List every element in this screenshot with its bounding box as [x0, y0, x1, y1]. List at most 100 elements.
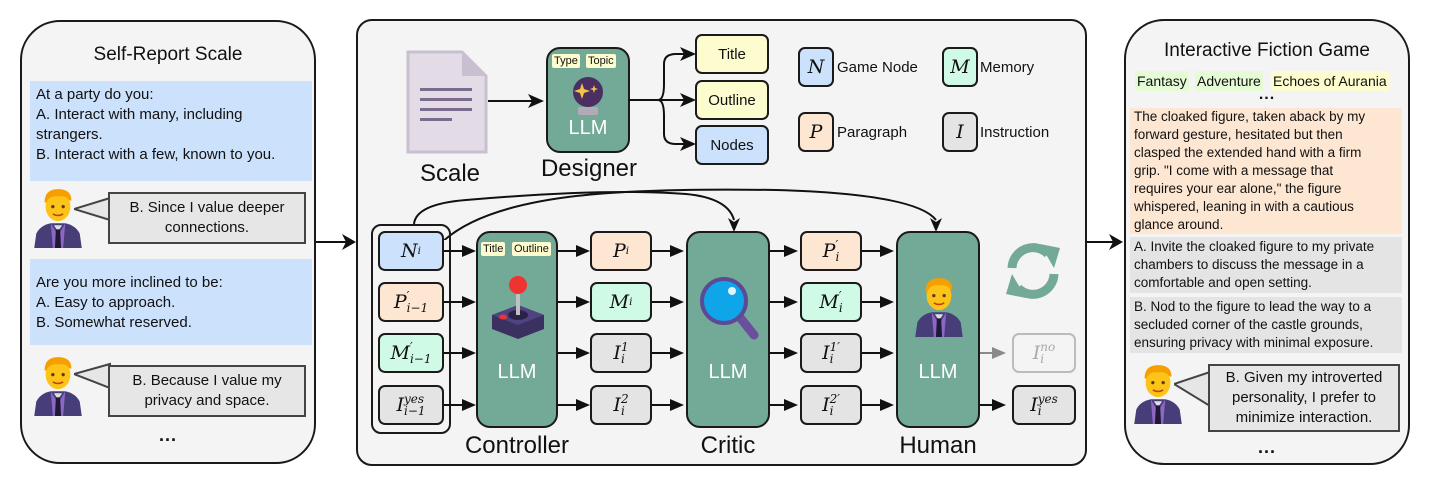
left-panel-title: Self-Report Scale [93, 44, 243, 65]
right-ellipsis-top: ... [1258, 86, 1276, 103]
sub: i [620, 404, 625, 418]
tag-title: Title [481, 242, 506, 256]
game-answer-bubble: B. Given my introverted personality, I p… [1208, 364, 1400, 432]
input-group [371, 224, 451, 434]
critic-output-paragraph: P′i [800, 231, 862, 271]
answer-1-line: B. Since I value deeper [129, 199, 285, 216]
crystal-ball-icon [573, 77, 603, 115]
output-nodes-label: Nodes [710, 136, 754, 154]
sup: 1 [620, 340, 629, 354]
legend-label-memory: Memory [980, 59, 1035, 76]
scale-label: Scale [419, 160, 481, 187]
input-instruction-symbol: I [396, 394, 404, 416]
legend-label-node: Game Node [837, 59, 918, 76]
answer-line: personality, I prefer to [1232, 389, 1376, 406]
skip-arrows [413, 188, 942, 240]
sub: i [1037, 404, 1042, 418]
answer-2-line: privacy and space. [144, 392, 270, 409]
answer-1-line: connections. [164, 219, 250, 236]
magnifier-icon [700, 277, 759, 340]
symbol: M [609, 291, 630, 313]
tag-game-title: Echoes of Aurania [1271, 71, 1389, 91]
tag-type: Type [552, 54, 580, 68]
question-2-line: Are you more inclined to be: [36, 274, 223, 291]
sub: i [835, 250, 840, 264]
arrow-scale-to-framework [316, 234, 356, 250]
designer-llm-label: LLM [568, 117, 608, 139]
option-b-line: secluded corner of the castle grounds, [1134, 317, 1363, 332]
sup: 1′ [829, 340, 840, 354]
legend-swatch-instruction: I [942, 112, 978, 152]
arrow-framework-to-game [1087, 234, 1123, 250]
paragraph-line: glance around. [1134, 217, 1224, 232]
input-paragraph-sub: i−1 [406, 301, 429, 315]
paragraph-line: The cloaked figure, taken aback by my [1134, 109, 1366, 124]
answer-bubble-1: B. Since I value deeper connections. [108, 192, 306, 244]
sub: i [829, 404, 834, 418]
human-llm-block: LLM [896, 231, 980, 428]
sup: 2′ [829, 392, 840, 406]
symbol: I [613, 394, 621, 416]
sub: i [1040, 352, 1045, 366]
input-paragraph-prime: ′ [406, 289, 410, 303]
symbol: I [1030, 394, 1038, 416]
story-paragraph: The cloaked figure, taken aback by my fo… [1130, 108, 1402, 234]
output-title: Title [695, 34, 769, 74]
designer-output-arrows [628, 47, 696, 151]
option-a[interactable]: A. Invite the cloaked figure to my priva… [1130, 237, 1402, 293]
symbol: I [613, 342, 621, 364]
paragraph-line: requires your ear alone," the figure [1134, 181, 1342, 196]
designer-label: Designer [540, 155, 638, 182]
legend-swatch-node: N [798, 47, 834, 87]
refresh-loop-icon [1006, 243, 1060, 299]
legend-symbol: P [809, 121, 823, 143]
input-instruction-sup: yes [403, 392, 425, 406]
input-node-sub: i [417, 245, 421, 257]
sub: i [629, 296, 633, 308]
legend-label-instruction: Instruction [980, 124, 1050, 141]
output-nodes: Nodes [695, 125, 769, 165]
option-b-line: B. Nod to the figure to lead the way to … [1134, 299, 1372, 314]
symbol: I [1032, 342, 1041, 364]
symbol: M [819, 291, 839, 313]
output-title-label: Title [718, 45, 746, 63]
sup: yes [1037, 392, 1058, 406]
human-label: Human [899, 432, 977, 459]
controller-llm-label: LLM [497, 361, 537, 383]
critic-llm-block: LLM [686, 231, 770, 428]
input-memory-sub: i−1 [409, 352, 432, 366]
tag-adventure: Adventure [1195, 71, 1263, 91]
sub: i [829, 352, 834, 366]
option-a-line: comfortable and open setting. [1134, 275, 1312, 290]
option-b-line: ensuring privacy with minimal exposure. [1134, 335, 1374, 350]
question-1-line: At a party do you: [36, 86, 154, 103]
output-outline: Outline [695, 80, 769, 120]
input-memory-prime: ′ [409, 340, 413, 354]
paragraph-line: grip. "I come with a message that [1134, 163, 1334, 178]
symbol: I [822, 342, 830, 364]
critic-output-memory: M′i [800, 282, 862, 322]
sup: ′ [835, 238, 839, 252]
game-tags: Fantasy Adventure Echoes of Aurania [1133, 71, 1405, 93]
symbol: I [822, 394, 830, 416]
input-prev-paragraph: P′i−1 [378, 282, 444, 322]
answer-line: B. Given my introverted [1225, 369, 1383, 386]
tag-topic: Topic [586, 54, 616, 68]
answer-bubble-2: B. Because I value my privacy and space. [108, 365, 306, 417]
tag-outline: Outline [512, 242, 551, 256]
human-llm-label: LLM [918, 361, 958, 383]
question-1-line: A. Interact with many, including [36, 106, 243, 123]
sub: i [620, 352, 625, 366]
question-2: Are you more inclined to be: A. Easy to … [30, 259, 312, 345]
legend-label-paragraph: Paragraph [837, 124, 908, 141]
controller-label: Controller [464, 432, 570, 459]
legend-swatch-memory: M [942, 47, 978, 87]
option-b[interactable]: B. Nod to the figure to lead the way to … [1130, 297, 1402, 353]
question-1-line: strangers. [36, 126, 103, 143]
